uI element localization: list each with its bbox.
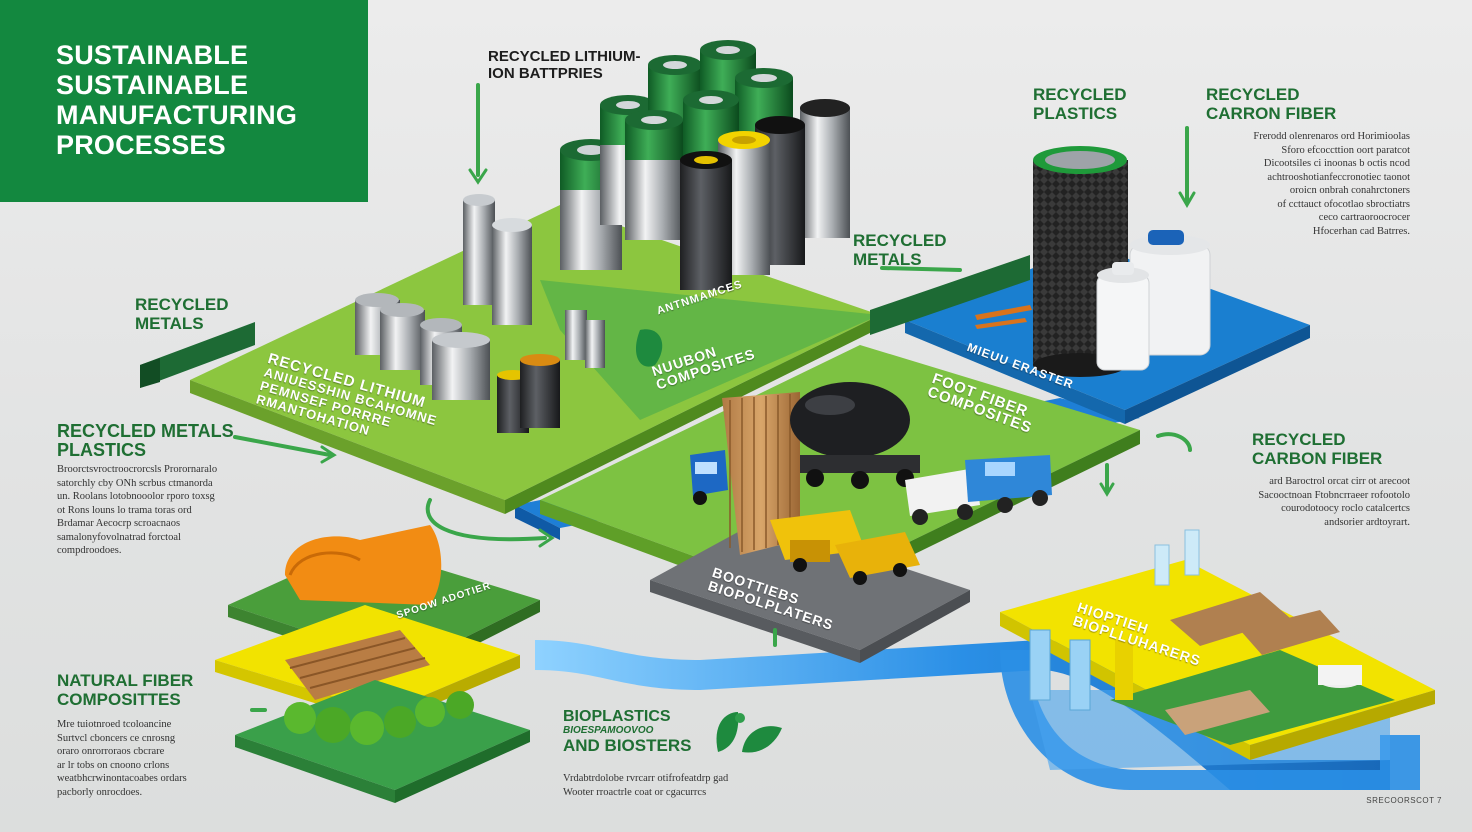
pipe-icon	[1029, 529, 1362, 711]
paragraph-line: Broorctsvroctroocrorcsls Prorornaralo	[57, 464, 218, 475]
title-box: SUSTAINABLE SUSTAINABLE MANUFACTURING PR…	[0, 0, 368, 202]
paragraph-line: satorchly cby ONh scrbus ctmanorda	[57, 477, 213, 489]
page-title-line: MANUFACTURING	[56, 100, 298, 130]
paragraph-line: ot Rons louns lo trama toras ord	[57, 504, 192, 516]
tanker-icon	[790, 382, 920, 489]
label-line: NATURAL FIBER	[57, 671, 194, 690]
wood-plank-icon	[285, 630, 430, 700]
forklift-icon	[770, 510, 920, 585]
paragraph-line: pacborly onrocdoes.	[57, 786, 143, 798]
label-bioplastics: BIOPLASTICS BIOESPAMOOVOO AND BIOSTERS	[563, 708, 691, 754]
paragraph-carbon-fiber-right: ard Baroctrol orcat cirr ot arecoot Saco…	[1258, 475, 1410, 529]
paragraph-line: ar lr tobs on cnoono crlons	[57, 759, 170, 771]
wood-fiber-icon	[722, 392, 800, 555]
orange-tank-icon	[285, 525, 442, 605]
metal-rail	[140, 322, 255, 388]
label-lithium: RECYCLED LITHIUM- ION BATTPRIES	[488, 48, 641, 82]
label-line: PLASTICS	[1033, 104, 1118, 123]
paragraph-natural-fiber: Mre tuiotnroed tcoloancine Surtvcl cbonc…	[57, 718, 187, 799]
paragraph-line: compdroodoes.	[57, 545, 122, 556]
paragraph-line: weatbhcrwinontacoabes ordars	[57, 773, 187, 784]
plastic-bottle-icon	[1096, 230, 1211, 371]
plate-biopolymers-grey	[650, 520, 970, 663]
wood-panel-icon	[1165, 592, 1340, 735]
paragraph-line: Brdamar Aecocrp scroacnaos	[57, 518, 181, 529]
label-line: RECYCLED	[1252, 430, 1346, 449]
paragraph-metals-plastics: Broorctsvroctroocrorcsls Prorornaralo sa…	[57, 463, 217, 558]
shrub-icon	[284, 691, 474, 745]
label-carbon-fiber-top: RECYCLED CARRON FIBER	[1206, 85, 1336, 123]
label-line: BIOESPAMOOVOO	[563, 725, 654, 736]
label-line: RECYCLED	[135, 295, 229, 314]
label-recycled-plastics: RECYCLED PLASTICS	[1033, 85, 1127, 123]
paragraph-line: achtrooshotianfeccronotiec taonot	[1267, 171, 1410, 183]
paragraph-line: oraro onrorroraos cbcrare	[57, 746, 165, 757]
label-line: CARBON FIBER	[1252, 449, 1383, 468]
paragraph-line: ceco cartraoroocrocer	[1318, 212, 1410, 223]
arrow-icon	[233, 83, 1196, 712]
label-metals-mid: RECYCLED METALS	[853, 231, 947, 269]
label-line: BIOPLASTICS	[563, 708, 671, 725]
label-line: COMPOSITTES	[57, 690, 181, 709]
paragraph-line: Surtvcl cboncers ce cnrosng	[57, 732, 176, 744]
leaf-icon	[716, 712, 782, 753]
label-line: ION BATTPRIES	[488, 65, 603, 82]
truck-icon	[690, 450, 1052, 525]
paragraph-line: Vrdabtrdolobe rvrcarr otifrofeatdrp gad	[563, 773, 729, 784]
paragraph-bioplastics: Vrdabtrdolobe rvrcarr otifrofeatdrp gad …	[563, 772, 728, 799]
paragraph-line: Sforo efcoccttion oort paratcot	[1281, 144, 1410, 156]
paragraph-line: Dicootsiles ci inoonas b octis ncod	[1263, 158, 1410, 169]
paragraph-line: Hfocerhan cad Batrres.	[1312, 225, 1410, 237]
paragraph-line: oroicn onbrah conahrctoners	[1289, 185, 1410, 196]
paragraph-line: andsorier ardtoyrart.	[1324, 516, 1410, 528]
page-title-line: PROCESSES	[56, 130, 226, 160]
label-line: RECYCLED	[1206, 85, 1300, 104]
paragraph-line: samalonyfovolnatrad forctoal	[57, 531, 181, 543]
paragraph-line: un. Roolans lotobnooolor rporo toxsg	[57, 491, 215, 502]
page-title-line: SUSTAINABLE	[56, 40, 249, 70]
label-natural-fiber: NATURAL FIBER COMPOSITTES	[57, 671, 193, 709]
paragraph-line: Sacooctnoan Ftobncrraeer rofootolo	[1258, 489, 1410, 501]
carbon-rod	[975, 305, 1032, 329]
label-line: METALS	[853, 250, 922, 269]
paragraph-line: of ccttauct ofocotlao sbroctiatrs	[1277, 198, 1410, 210]
label-line: RECYCLED METALS	[57, 421, 234, 441]
footer-code: SRECOORSCOT 7	[1366, 796, 1442, 805]
paragraph-line: courodotoocy roclo catalcertcs	[1281, 503, 1410, 514]
plate-green-natural	[235, 680, 530, 803]
carbon-roll-icon	[1033, 146, 1128, 377]
paragraph-line: Frerodd olenrenaros ord Horimioolas	[1253, 131, 1410, 142]
page-title-line: SUSTAINABLE	[56, 70, 249, 100]
label-metals-left: RECYCLED METALS	[135, 295, 229, 333]
battery-icon	[560, 40, 850, 290]
label-line: RECYCLED LITHIUM-	[488, 48, 641, 65]
paragraph-line: ard Baroctrol orcat cirr ot arecoot	[1269, 476, 1410, 487]
label-carbon-fiber-right: RECYCLED CARBON FIBER	[1252, 430, 1382, 468]
label-line: CARRON FIBER	[1206, 104, 1337, 123]
label-line: RECYCLED	[853, 231, 947, 250]
label-metals-plastics: RECYCLED METALS PLASTICS	[57, 422, 234, 460]
paragraph-line: Wooter rroactrle coat or cgacurrcs	[563, 786, 707, 798]
paragraph-line: Mre tuiotnroed tcoloancine	[57, 719, 172, 730]
metal-rail	[870, 255, 1030, 335]
label-line: PLASTICS	[57, 440, 147, 460]
label-line: RECYCLED	[1033, 85, 1127, 104]
label-line: METALS	[135, 314, 204, 333]
paragraph-carbon-fiber-top: Frerodd olenrenaros ord Horimioolas Sfor…	[1253, 130, 1410, 238]
metal-can-icon	[355, 194, 663, 433]
label-line: AND BIOSTERS	[563, 736, 692, 755]
